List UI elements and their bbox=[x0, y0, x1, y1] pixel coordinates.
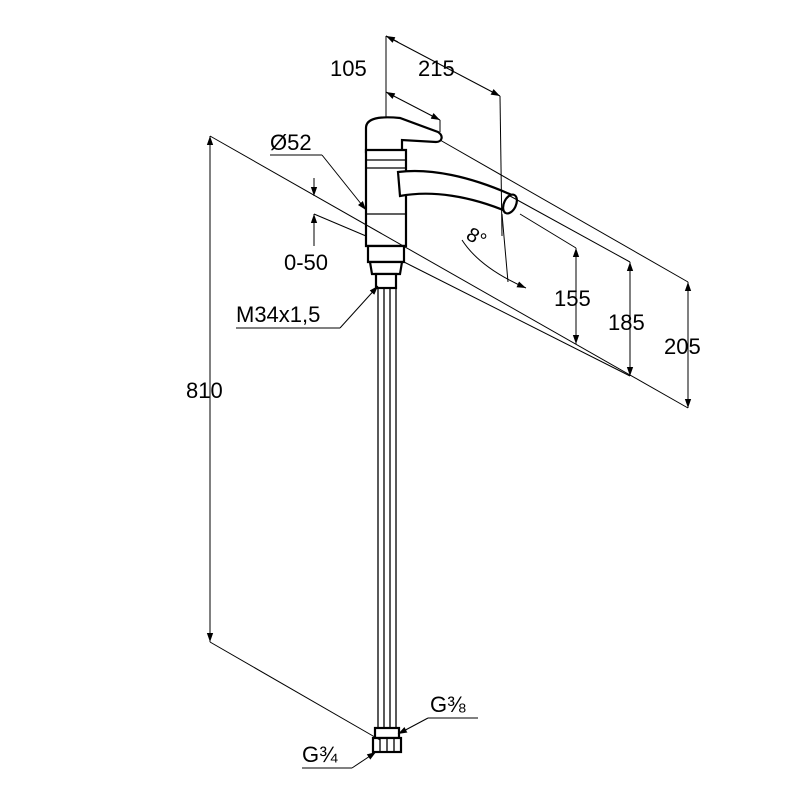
dimension-lines bbox=[206, 35, 692, 769]
dim-155: 155 bbox=[554, 286, 591, 311]
fitting-g38: G⅜ bbox=[430, 692, 466, 717]
dim-215: 215 bbox=[418, 56, 455, 81]
dim-diameter: Ø52 bbox=[270, 130, 312, 155]
dim-205: 205 bbox=[664, 334, 701, 359]
dim-adjust: 0-50 bbox=[284, 250, 328, 275]
faucet bbox=[364, 116, 518, 754]
dim-810: 810 bbox=[186, 378, 223, 403]
dim-thread: M34x1,5 bbox=[236, 302, 320, 327]
dim-angle: 8° bbox=[462, 223, 490, 252]
dim-105: 105 bbox=[330, 56, 367, 81]
dim-185: 185 bbox=[608, 310, 645, 335]
fitting-g34: G¾ bbox=[302, 742, 338, 767]
